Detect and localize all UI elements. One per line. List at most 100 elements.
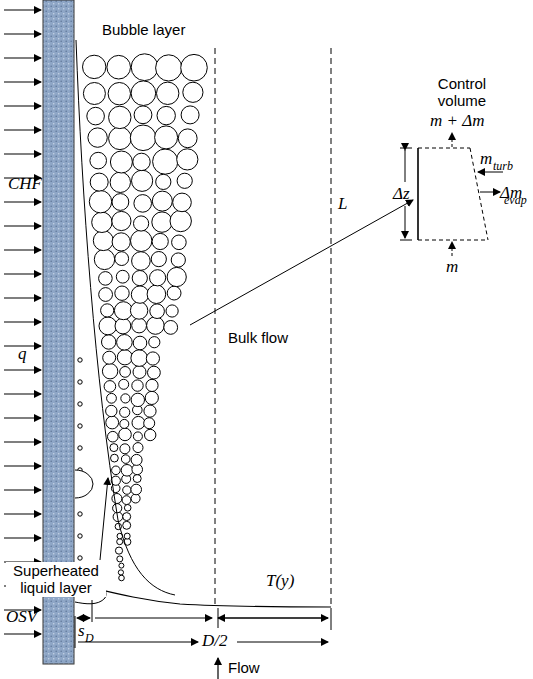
bubble xyxy=(102,335,116,349)
bubble xyxy=(78,446,82,450)
bubble xyxy=(90,152,107,169)
subscript: D xyxy=(85,632,94,645)
flow-symbol: m xyxy=(480,150,492,169)
bubble xyxy=(132,318,147,333)
bubble xyxy=(166,305,178,317)
region-label: Bulk flow xyxy=(228,330,288,347)
bubble xyxy=(134,216,149,231)
bubble xyxy=(108,431,119,442)
bubble xyxy=(131,54,158,81)
region-label: Control volume xyxy=(422,76,502,109)
bubble xyxy=(124,533,130,539)
bubble xyxy=(134,195,152,213)
heat-flux-arrow xyxy=(4,513,41,514)
bubble xyxy=(147,317,165,335)
dimension-label: Δz xyxy=(393,185,410,204)
bubble xyxy=(88,128,107,147)
bubble xyxy=(170,210,191,231)
location-label: CHF xyxy=(8,175,42,194)
subscript: evap xyxy=(504,194,527,207)
subscript: turb xyxy=(493,160,513,173)
bubble xyxy=(99,317,117,335)
bubble xyxy=(117,556,123,562)
bubble xyxy=(107,393,117,403)
profile-label: T(y) xyxy=(266,572,294,591)
flow-symbol: m xyxy=(446,258,458,277)
bubble xyxy=(131,286,148,303)
callout-label: Superheated liquid layer xyxy=(6,562,106,597)
bubble xyxy=(133,153,150,170)
bubble xyxy=(123,486,131,494)
heat-flux-arrow xyxy=(4,129,41,130)
bubble xyxy=(132,170,153,191)
bubble xyxy=(112,466,121,475)
bubble xyxy=(150,270,166,286)
bubble xyxy=(145,429,156,440)
bubble xyxy=(89,191,111,213)
bubble xyxy=(133,336,147,350)
bubble xyxy=(123,521,131,529)
bubble xyxy=(156,174,171,189)
bubble xyxy=(109,106,131,128)
heat-flux-arrow xyxy=(4,633,41,634)
bubble xyxy=(150,304,165,319)
bubble xyxy=(152,191,172,211)
bubble xyxy=(156,55,182,81)
bubble xyxy=(83,55,106,78)
bubble xyxy=(122,496,131,505)
bubble xyxy=(121,455,130,464)
bubble xyxy=(181,106,199,124)
bubble xyxy=(144,405,156,417)
region-label: Bubble layer xyxy=(102,22,185,39)
bubble xyxy=(152,233,168,249)
bubble xyxy=(151,252,166,267)
bubble xyxy=(181,54,208,81)
bubble xyxy=(119,563,124,568)
heat-flux-arrow xyxy=(4,441,41,442)
bubble xyxy=(149,337,160,348)
bubble xyxy=(106,405,117,416)
bubble xyxy=(78,512,82,516)
bubble xyxy=(146,352,159,365)
bubble xyxy=(145,391,158,404)
bubble xyxy=(177,149,198,170)
bubble xyxy=(146,379,158,391)
bubble xyxy=(119,379,129,389)
location-label: OSV xyxy=(6,608,37,627)
bubble xyxy=(134,106,152,124)
bubble xyxy=(153,149,178,174)
bubble xyxy=(90,173,108,191)
bubble xyxy=(133,475,141,483)
bubble xyxy=(118,570,123,575)
bubble xyxy=(94,249,114,269)
bubble xyxy=(78,380,82,384)
heat-flux-symbol: q xyxy=(18,345,27,364)
flow-label: Flow xyxy=(228,660,260,677)
bubble xyxy=(78,358,82,362)
heat-flux-arrow xyxy=(4,57,41,58)
bubble xyxy=(133,366,146,379)
bubble xyxy=(131,484,142,495)
bubble xyxy=(120,407,130,417)
bubble xyxy=(112,194,129,211)
flow-symbol: m + Δm xyxy=(430,112,485,131)
heat-flux-arrow xyxy=(4,201,41,202)
bubble xyxy=(119,575,125,581)
heat-flux-arrow xyxy=(4,297,41,298)
heat-flux-arrow xyxy=(4,321,41,322)
bubble xyxy=(173,193,192,212)
bubble xyxy=(108,83,130,105)
bubble xyxy=(101,304,114,317)
bubble xyxy=(132,271,147,286)
heat-flux-arrow xyxy=(4,465,41,466)
heat-flux-arrow xyxy=(4,225,41,226)
heat-flux-arrow xyxy=(4,153,41,154)
bubble xyxy=(155,126,178,149)
bubble xyxy=(157,106,175,124)
bubble xyxy=(117,335,133,351)
bubble xyxy=(115,547,122,554)
bubble xyxy=(131,81,156,106)
bubble xyxy=(132,416,145,429)
bubble xyxy=(123,513,131,521)
dimension-label: s xyxy=(78,622,85,641)
